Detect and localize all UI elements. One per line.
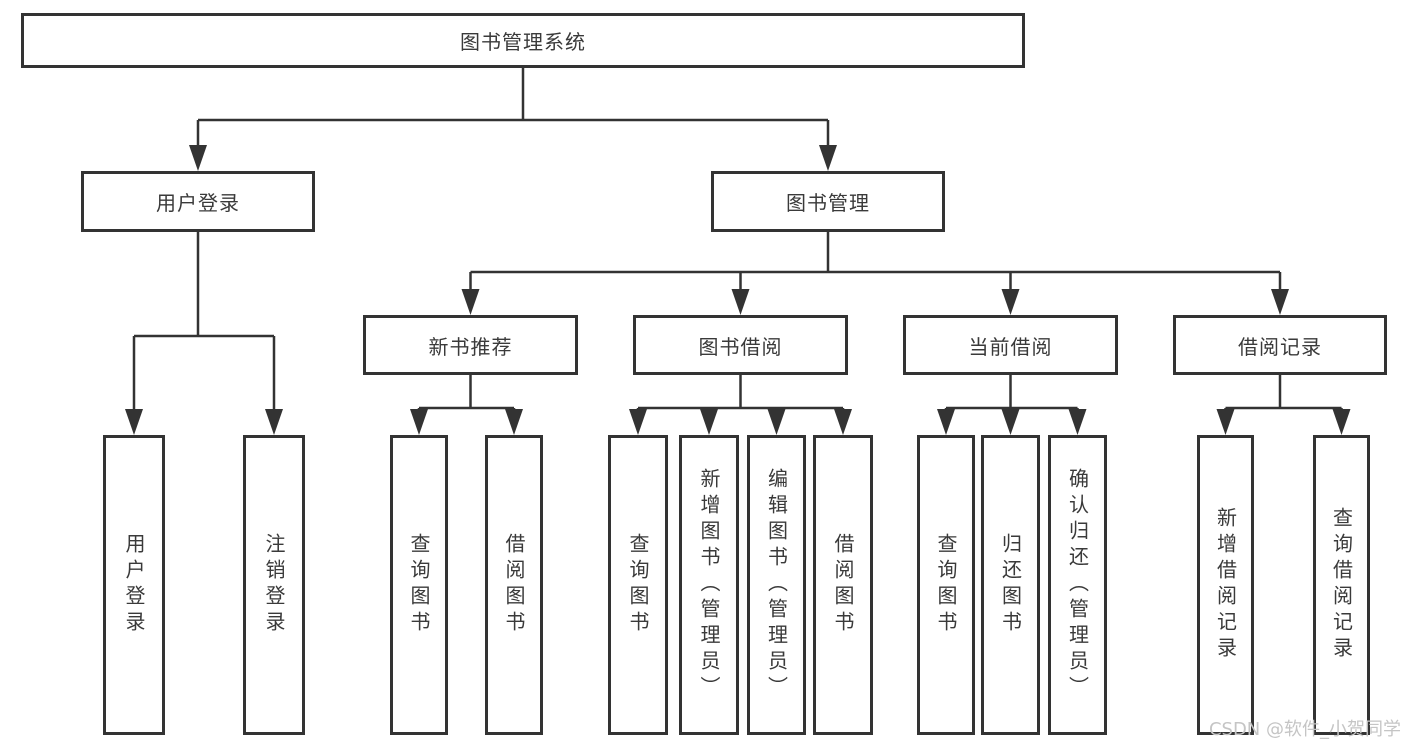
node-root: 图书管理系统: [21, 13, 1025, 68]
node-current-borrow: 当前借阅: [903, 315, 1118, 375]
node-return-books: 归还图书: [981, 435, 1040, 735]
node-query-books-recommend: 查询图书: [390, 435, 448, 735]
node-query-borrow-record: 查询借阅记录: [1313, 435, 1370, 735]
node-logout: 注销登录: [243, 435, 305, 735]
node-label: 图书借阅: [698, 334, 783, 359]
node-add-borrow-record: 新增借阅记录: [1197, 435, 1254, 735]
node-label: 注销登录: [262, 533, 286, 637]
node-label: 新增图书（管理员）: [697, 468, 721, 702]
node-label: 借阅图书: [831, 533, 855, 637]
node-borrow-books-recommend: 借阅图书: [485, 435, 543, 735]
node-label: 查询借阅记录: [1329, 507, 1354, 663]
node-label: 图书管理: [786, 191, 870, 215]
node-label: 确认归还（管理员）: [1065, 468, 1090, 702]
node-label: 查询图书: [626, 533, 650, 637]
watermark-text: CSDN @软件_小贺同学: [1208, 719, 1401, 740]
node-label: 用户登录: [156, 191, 240, 215]
node-borrow-books: 借阅图书: [813, 435, 873, 735]
node-label: 图书管理系统: [460, 30, 586, 54]
node-book-borrow: 图书借阅: [633, 315, 848, 375]
node-label: 用户登录: [122, 533, 146, 637]
node-label: 新增借阅记录: [1213, 507, 1238, 663]
node-borrow-records: 借阅记录: [1173, 315, 1387, 375]
node-label: 新书推荐: [428, 334, 513, 359]
node-label: 借阅图书: [502, 533, 526, 637]
node-new-book-recommend: 新书推荐: [363, 315, 578, 375]
node-book-management: 图书管理: [711, 171, 945, 232]
node-edit-books-admin: 编辑图书（管理员）: [747, 435, 806, 735]
node-confirm-return-admin: 确认归还（管理员）: [1048, 435, 1107, 735]
node-user-login-branch: 用户登录: [81, 171, 315, 232]
node-query-books-current: 查询图书: [917, 435, 975, 735]
node-query-books-borrow: 查询图书: [608, 435, 668, 735]
node-label: 归还图书: [998, 533, 1023, 637]
node-add-books-admin: 新增图书（管理员）: [679, 435, 739, 735]
node-label: 借阅记录: [1238, 334, 1322, 359]
node-label: 查询图书: [934, 533, 958, 637]
node-label: 编辑图书（管理员）: [764, 468, 789, 702]
node-user-login: 用户登录: [103, 435, 165, 735]
node-label: 当前借阅: [968, 334, 1053, 359]
node-label: 查询图书: [407, 533, 431, 637]
